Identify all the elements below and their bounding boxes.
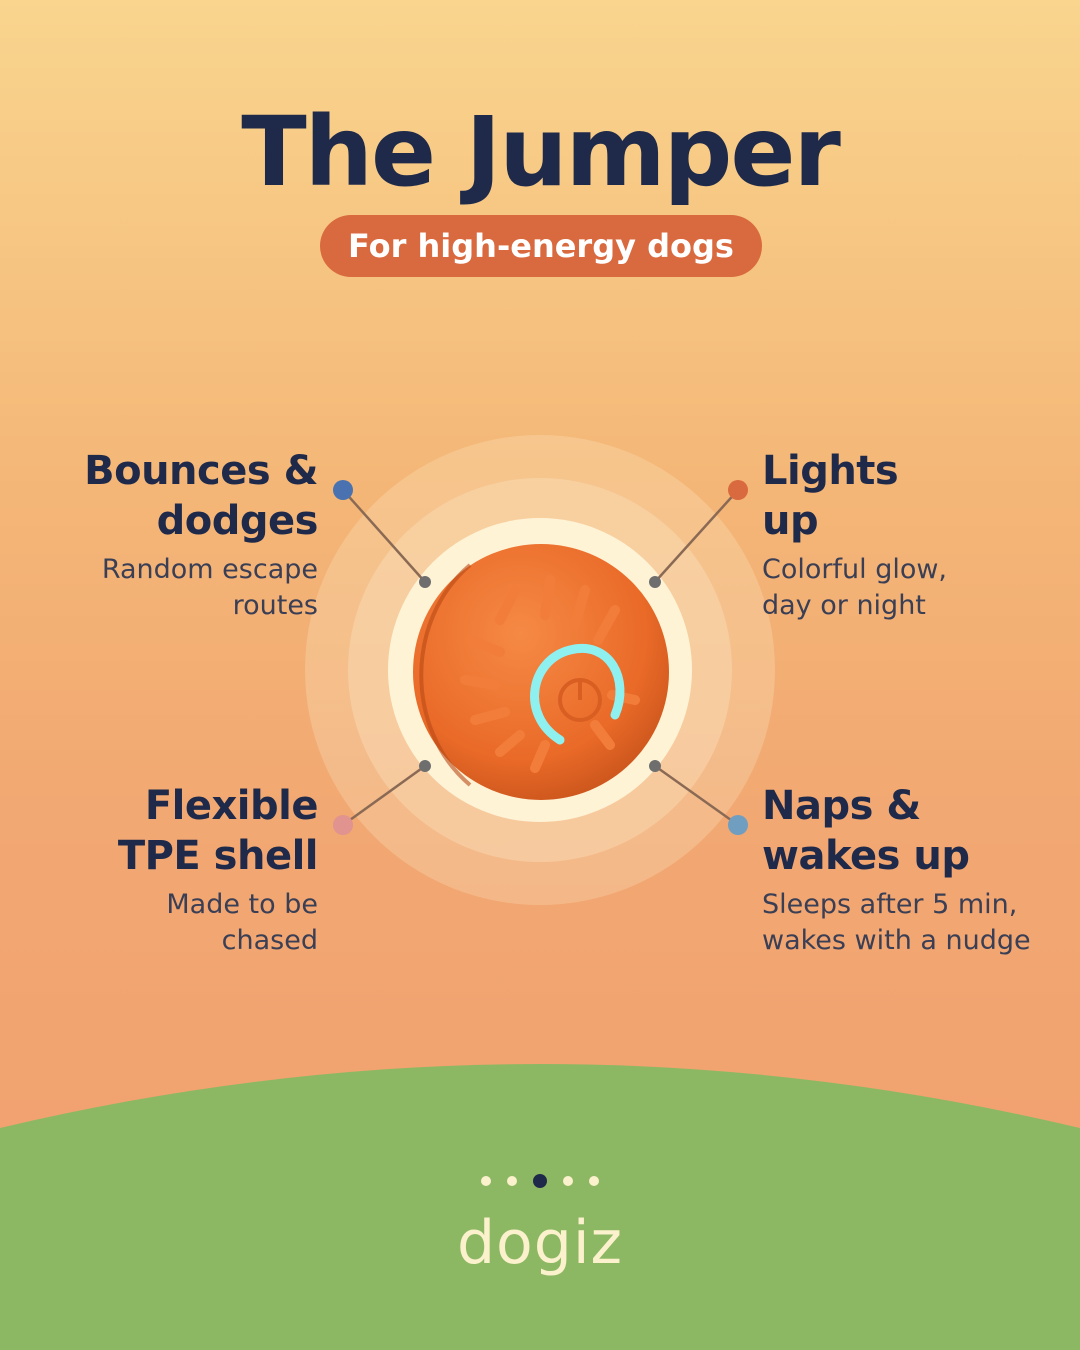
feature-title: Naps &wakes up (762, 783, 970, 879)
feature-description: Sleeps after 5 min,wakes with a nudge (762, 889, 1031, 956)
glow-ring (530, 644, 625, 745)
subtitle-badge: For high-energy dogs (320, 215, 762, 277)
feature-dot-lights (728, 480, 748, 500)
ball-ridges (460, 575, 640, 773)
pagination-dot[interactable] (507, 1176, 517, 1186)
pagination-dot-active[interactable] (533, 1174, 547, 1188)
pagination-dots (0, 1174, 1080, 1188)
ball-seam (419, 563, 472, 787)
feature-dot-naps (728, 815, 748, 835)
pagination-dot[interactable] (481, 1176, 491, 1186)
feature-naps: Naps &wakes up Sleeps after 5 min,wakes … (762, 781, 1062, 959)
pagination-dot[interactable] (563, 1176, 573, 1186)
brand-logo: dogiz (456, 1208, 624, 1278)
page-title: The Jumper (241, 96, 841, 208)
feature-title: Bounces &dodges (84, 448, 318, 544)
connectors (342, 489, 739, 827)
pagination-dot[interactable] (589, 1176, 599, 1186)
ball-image (413, 544, 669, 800)
power-button-icon (558, 678, 602, 722)
connector-ends (419, 576, 661, 772)
feature-dot-bounces (333, 480, 353, 500)
feature-description: Colorful glow,day or night (762, 554, 948, 621)
grass-hill (0, 1064, 1080, 1350)
feature-dot-shell (333, 815, 353, 835)
